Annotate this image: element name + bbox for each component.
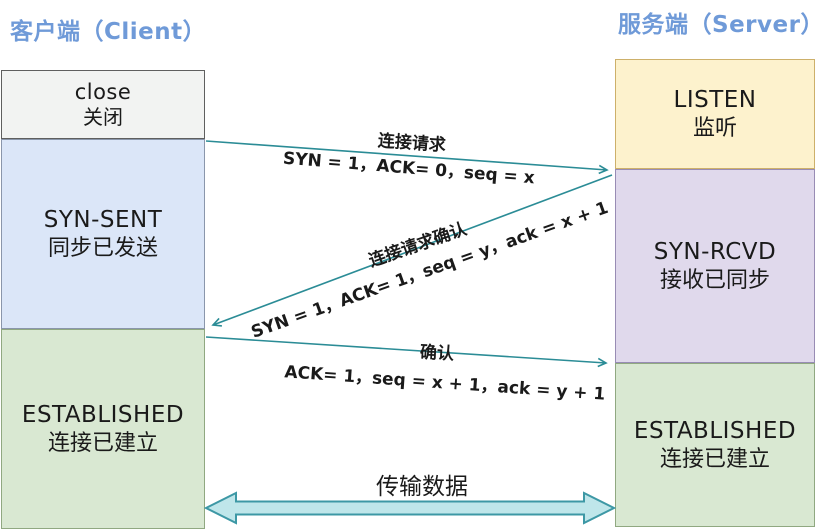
data-transfer-arrow xyxy=(203,491,617,525)
state-name: SYN-SENT xyxy=(43,206,163,233)
state-name-zh: 连接已建立 xyxy=(659,446,770,472)
server-title: 服务端（Server） xyxy=(618,12,824,38)
syn-arrow xyxy=(205,140,609,175)
state-name: SYN-RCVD xyxy=(653,238,777,265)
client-title: 客户端（Client） xyxy=(10,19,207,45)
state-name: ESTABLISHED xyxy=(21,401,185,428)
state-name-zh: 连接已建立 xyxy=(47,430,158,456)
server-state-established: ESTABLISHED 连接已建立 xyxy=(615,363,815,527)
state-name: close xyxy=(74,79,132,104)
state-name-zh: 监听 xyxy=(692,115,737,141)
data-transfer-label: 传输数据 xyxy=(376,474,468,500)
client-state-syn-sent: SYN-SENT 同步已发送 xyxy=(1,139,205,329)
server-state-listen: LISTEN 监听 xyxy=(615,59,815,169)
state-name-zh: 接收已同步 xyxy=(659,267,770,293)
server-state-syn-rcvd: SYN-RCVD 接收已同步 xyxy=(615,169,815,363)
ack-message-label: 确认 xyxy=(419,342,455,365)
state-name: LISTEN xyxy=(673,86,757,113)
state-name-zh: 同步已发送 xyxy=(47,235,158,261)
client-state-established: ESTABLISHED 连接已建立 xyxy=(1,329,205,529)
client-state-close: close 关闭 xyxy=(1,70,205,139)
syn-ack-arrow xyxy=(211,174,613,327)
state-name-zh: 关闭 xyxy=(83,105,123,130)
state-name: ESTABLISHED xyxy=(633,417,797,444)
ack-arrow xyxy=(205,336,608,368)
